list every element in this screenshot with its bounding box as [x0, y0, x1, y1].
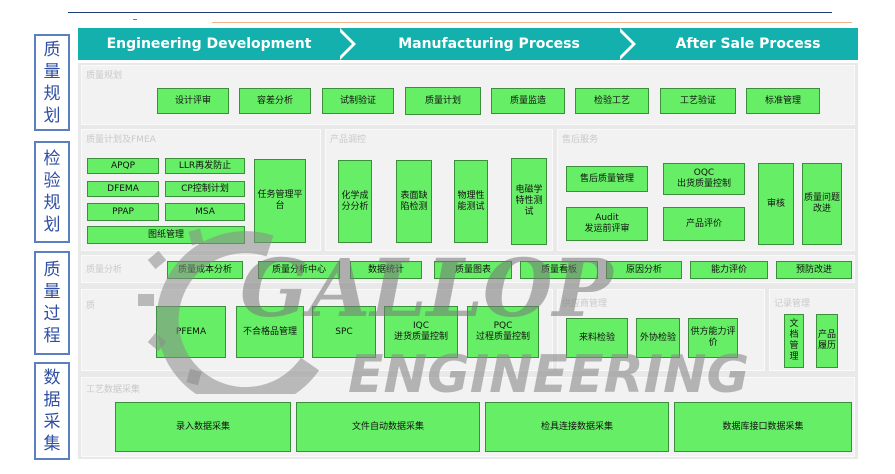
box-physical-test[interactable]: 物理性能测试: [454, 160, 488, 243]
panel-data-collection: 工艺数据采集 录入数据采集 文件自动数据采集 检具连接数据采集 数据库接口数据采…: [81, 377, 855, 457]
box-db-interface-collection[interactable]: 数据库接口数据采集: [674, 402, 852, 452]
sidebar-label: 质量规划: [43, 39, 61, 126]
box-product-history[interactable]: 产品履历: [816, 314, 838, 368]
box-ppap[interactable]: PPAP: [87, 203, 159, 221]
box-quality-cost[interactable]: 质量成本分析: [167, 261, 243, 279]
box-label: OQC: [693, 168, 715, 178]
panel-quality-process: 质 PFEMA 不合格品管理 SPC IQC 进货质量控制 PQC 过程质量控制: [81, 289, 553, 371]
box-standard-management[interactable]: 标准管理: [746, 88, 820, 114]
stage-after-sale-process: After Sale Process: [675, 36, 821, 52]
stage-engineering-development: Engineering Development: [106, 36, 312, 52]
box-nonconforming[interactable]: 不合格品管理: [236, 306, 304, 358]
main-grid: 质量规划 设计评审 容差分析 试制验证 质量计划 质量监造 检验工艺 工艺验证 …: [78, 63, 858, 459]
sidebar-item-quality-process[interactable]: 质量过程: [34, 251, 70, 355]
box-incoming-inspection[interactable]: 来料检验: [566, 318, 628, 358]
box-iqc[interactable]: IQC 进货质量控制: [384, 306, 458, 358]
panel-title: 工艺数据采集: [86, 385, 141, 395]
box-product-evaluation[interactable]: 产品评价: [663, 207, 745, 241]
box-design-review[interactable]: 设计评审: [157, 88, 229, 114]
box-msa[interactable]: MSA: [165, 203, 245, 221]
panel-quality-plan-fmea: 质量计划及FMEA APQP LLR再发防止 DFEMA CP控制计划 PPAP…: [81, 129, 321, 251]
panel-records: 记录管理 文档管理 产品履历: [769, 289, 855, 371]
box-label: 发运前评审: [584, 224, 630, 234]
box-inspection-process[interactable]: 检验工艺: [575, 88, 649, 114]
box-dfema[interactable]: DFEMA: [87, 181, 159, 197]
stage-divider-arrow-inner: [616, 28, 632, 60]
sidebar-label: 数据采集: [43, 368, 61, 454]
panel-after-sales: 售后服务 售后质量管理 OQC 出货质量控制 审核 质量问题改进 Audit 发…: [557, 129, 855, 251]
box-pqc[interactable]: PQC 过程质量控制: [467, 306, 539, 358]
box-analysis-center[interactable]: 质量分析中心: [258, 261, 340, 279]
process-band: Engineering Development Manufacturing Pr…: [78, 28, 858, 60]
sidebar-label: 质量过程: [43, 260, 61, 346]
box-quality-supervision[interactable]: 质量监造: [491, 88, 565, 114]
panel-quality-planning: 质量规划 设计评审 容差分析 试制验证 质量计划 质量监造 检验工艺 工艺验证 …: [81, 65, 855, 125]
header-accent-rule: [212, 22, 852, 23]
box-surface-defect[interactable]: 表面缺陷检测: [396, 160, 432, 243]
box-outsourced-inspection[interactable]: 外协检验: [636, 318, 680, 358]
panel-title: 质量规划: [86, 71, 123, 81]
box-apqp[interactable]: APQP: [87, 158, 159, 174]
box-label: 过程质量控制: [475, 332, 530, 342]
box-label: 出货质量控制: [676, 179, 731, 189]
box-file-collection[interactable]: 文件自动数据采集: [296, 402, 480, 452]
header-rule: [68, 12, 832, 13]
panel-product-inspection: 产品调控 化学成分分析 表面缺陷检测 物理性能测试 电磁学特性测试: [325, 129, 553, 251]
panel-title: 记录管理: [774, 299, 811, 309]
stage-manufacturing-process: Manufacturing Process: [398, 36, 580, 52]
box-capability-eval[interactable]: 能力评价: [690, 261, 768, 279]
box-task-platform[interactable]: 任务管理平台: [254, 159, 306, 243]
sidebar-label: 检验规划: [43, 149, 61, 235]
box-audit[interactable]: Audit 发运前评审: [566, 207, 648, 241]
box-root-cause[interactable]: 原因分析: [606, 261, 682, 279]
box-tolerance-analysis[interactable]: 容差分析: [239, 88, 311, 114]
box-quality-plan[interactable]: 质量计划: [405, 87, 481, 115]
box-spc[interactable]: SPC: [312, 306, 376, 358]
box-after-sales-quality[interactable]: 售后质量管理: [566, 166, 648, 192]
box-supplier-capability[interactable]: 供方能力评价: [688, 318, 738, 358]
box-drawing-management[interactable]: 图纸管理: [87, 226, 245, 244]
panel-title: 售后服务: [562, 135, 599, 145]
panel-title: 质: [86, 301, 96, 311]
box-label: PQC: [493, 321, 513, 331]
box-oqc[interactable]: OQC 出货质量控制: [663, 163, 745, 195]
box-quality-charts[interactable]: 质量图表: [434, 261, 512, 279]
box-data-statistics[interactable]: 数据统计: [350, 261, 422, 279]
box-gauge-collection[interactable]: 检具连接数据采集: [485, 402, 669, 452]
stage-divider-arrow-inner: [336, 28, 352, 60]
panel-supplier: 供应商管理 来料检验 外协检验 供方能力评价: [557, 289, 765, 371]
box-label: 进货质量控制: [393, 332, 448, 342]
box-document-management[interactable]: 文档管理: [784, 314, 804, 368]
panel-title: 产品调控: [330, 135, 367, 145]
panel-title: 质量计划及FMEA: [86, 135, 156, 145]
box-trial-verification[interactable]: 试制验证: [322, 88, 394, 114]
box-audit-cn[interactable]: 审核: [758, 163, 794, 245]
box-em-test[interactable]: 电磁学特性测试: [511, 158, 547, 245]
box-pfema[interactable]: PFEMA: [156, 306, 226, 358]
box-quality-board[interactable]: 质量看板: [520, 261, 598, 279]
sidebar-item-inspection-planning[interactable]: 检验规划: [34, 141, 70, 243]
panel-title: 供应商管理: [562, 299, 608, 309]
header-mark: [133, 19, 137, 20]
box-control-plan[interactable]: CP控制计划: [165, 181, 245, 197]
box-issue-improvement[interactable]: 质量问题改进: [802, 163, 842, 245]
box-chemical-analysis[interactable]: 化学成分分析: [338, 160, 372, 243]
box-preventive-improvement[interactable]: 预防改进: [776, 261, 852, 279]
box-llr[interactable]: LLR再发防止: [165, 158, 245, 174]
box-manual-collection[interactable]: 录入数据采集: [115, 402, 291, 452]
sidebar-item-data-collection[interactable]: 数据采集: [34, 362, 70, 460]
box-label: IQC: [412, 321, 430, 331]
box-process-validation[interactable]: 工艺验证: [660, 88, 736, 114]
sidebar-item-quality-planning[interactable]: 质量规划: [34, 34, 70, 131]
box-label: Audit: [595, 213, 619, 223]
panel-quality-analysis: 质量分析 质量成本分析 质量分析中心 数据统计 质量图表 质量看板 原因分析 能…: [81, 255, 855, 283]
panel-title: 质量分析: [86, 265, 123, 275]
